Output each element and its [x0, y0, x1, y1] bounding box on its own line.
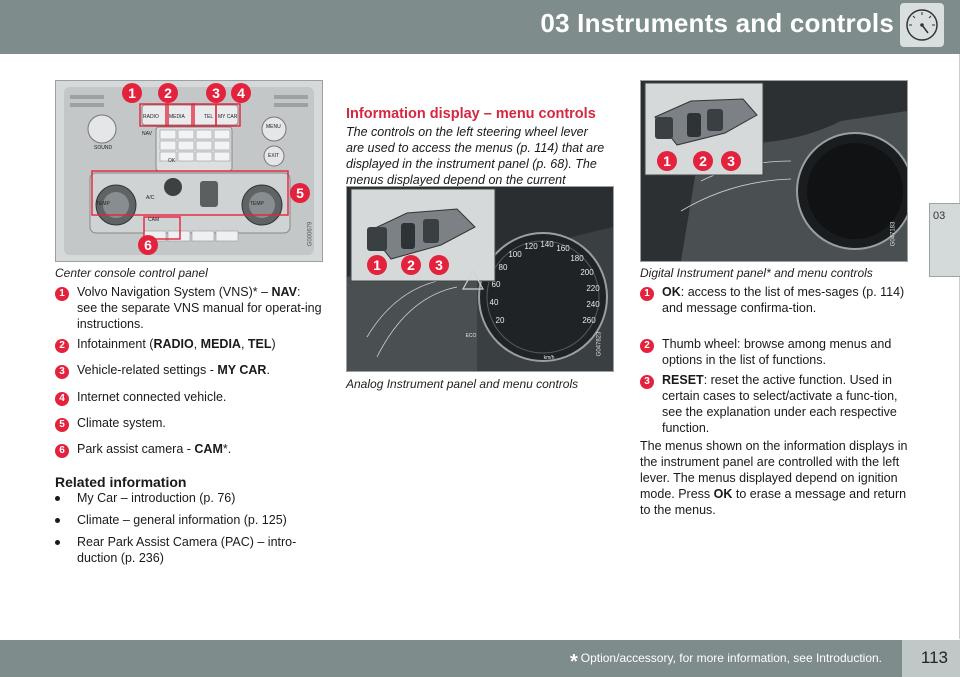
- speed-tick: 160: [556, 244, 570, 253]
- speed-tick: 200: [580, 268, 594, 277]
- number-badge: 6: [55, 444, 69, 458]
- footnote-star: *: [569, 651, 578, 673]
- list-item-text: Park assist camera - CAM*.: [77, 442, 232, 456]
- callout-5: 5: [290, 183, 310, 203]
- number-badge: 5: [55, 418, 69, 432]
- label-temp-right: TEMP: [250, 201, 265, 207]
- list-item-text: RESET: reset the active function. Used i…: [662, 373, 898, 435]
- list-item-text: Climate system.: [77, 416, 166, 430]
- page-number: 113: [920, 648, 948, 667]
- bullet-dot: [55, 496, 60, 501]
- analog-panel-figure: 20 40 60 80 100 120 140 160 180 200 220 …: [346, 186, 614, 372]
- list-item-text: Thumb wheel: browse among menus and opti…: [662, 337, 892, 367]
- label-ok: OK: [168, 158, 176, 164]
- number-badge: 2: [55, 339, 69, 353]
- center-console-figure: RADIO MEDIA TEL MY CAR NAV SOUND MENU EX…: [55, 80, 323, 262]
- page-footer: *Option/accessory, for more information,…: [0, 640, 960, 677]
- label-exit: EXIT: [268, 153, 279, 159]
- speed-tick: 80: [499, 263, 508, 272]
- number-badge: 3: [55, 365, 69, 379]
- digital-panel-figure: 1 2 3 G047183: [640, 80, 908, 262]
- footnote-text: Option/accessory, for more information, …: [580, 651, 882, 665]
- label-my-car: MY CAR: [218, 114, 238, 120]
- speed-unit: km/h: [544, 355, 555, 361]
- figure-code: G047183: [890, 221, 897, 247]
- callout-3: 3: [721, 151, 741, 171]
- label-nav: NAV: [142, 131, 153, 137]
- footnote: *Option/accessory, for more information,…: [570, 651, 882, 674]
- related-link-text: Climate – general information (p. 125): [77, 513, 287, 527]
- callout-3: 3: [429, 255, 449, 275]
- bullet-dot: [55, 518, 60, 523]
- figure3-caption: Digital Instrument panel* and menu contr…: [640, 266, 873, 280]
- list-item-text: OK: access to the list of mes-sages (p. …: [662, 285, 905, 315]
- label-media: MEDIA: [169, 114, 186, 120]
- page-number-box: [902, 640, 960, 677]
- label-radio: RADIO: [143, 114, 159, 120]
- list-item-text: Vehicle-related settings - MY CAR.: [77, 363, 270, 377]
- related-link-text: Rear Park Assist Camera (PAC) – intro-du…: [77, 535, 297, 565]
- callout-1: 1: [657, 151, 677, 171]
- number-badge: 1: [640, 287, 654, 301]
- label-cam: CAM: [148, 217, 159, 223]
- chapter-tab-label: 03: [933, 210, 946, 222]
- page-header: 03 Instruments and controls: [0, 0, 960, 54]
- label-menu: MENU: [266, 124, 281, 130]
- number-badge: 3: [640, 375, 654, 389]
- bullet-dot: [55, 540, 60, 545]
- body-paragraph: The menus shown on the information displ…: [640, 439, 908, 517]
- list-item-text: Internet connected vehicle.: [77, 390, 227, 404]
- speed-tick: 140: [540, 240, 554, 249]
- speed-tick: 40: [490, 298, 499, 307]
- callout-6: 6: [138, 235, 158, 255]
- label-tel: TEL: [204, 114, 213, 120]
- callout-2: 2: [693, 151, 713, 171]
- number-badge: 4: [55, 392, 69, 406]
- figure-code: G000679: [307, 221, 314, 247]
- callout-1: 1: [367, 255, 387, 275]
- callout-1: 1: [122, 83, 142, 103]
- list-item-text: Infotainment (RADIO, MEDIA, TEL): [77, 337, 276, 351]
- chapter-title: 03 Instruments and controls: [540, 8, 894, 38]
- speed-tick: 100: [508, 250, 522, 259]
- number-badge: 1: [55, 287, 69, 301]
- callout-4: 4: [231, 83, 251, 103]
- chapter-side-tab: 03: [929, 203, 960, 277]
- gauge-icon: [900, 3, 944, 47]
- callout-2: 2: [158, 83, 178, 103]
- figure-code: G047823: [596, 331, 603, 357]
- speed-tick: 60: [492, 280, 501, 289]
- speed-tick: 120: [524, 242, 538, 251]
- speed-tick: 220: [586, 284, 600, 293]
- figure1-caption: Center console control panel: [55, 266, 208, 280]
- list-item-text: Volvo Navigation System (VNS)* – NAV: se…: [77, 285, 322, 331]
- label-sound: SOUND: [94, 145, 112, 151]
- speed-tick: 20: [496, 316, 505, 325]
- speed-tick: 180: [570, 254, 584, 263]
- speed-tick: 240: [586, 300, 600, 309]
- number-badge: 2: [640, 339, 654, 353]
- related-link-text: My Car – introduction (p. 76): [77, 491, 236, 505]
- label-ac: A/C: [146, 195, 155, 201]
- label-temp-left: TEMP: [96, 201, 111, 207]
- callout-3: 3: [206, 83, 226, 103]
- related-heading: Related information: [55, 474, 187, 490]
- eco-label: ECO: [466, 333, 477, 339]
- speed-tick: 260: [582, 316, 596, 325]
- callout-2: 2: [401, 255, 421, 275]
- section-heading: Information display – menu controls: [346, 106, 596, 122]
- figure2-caption: Analog Instrument panel and menu control…: [346, 377, 579, 391]
